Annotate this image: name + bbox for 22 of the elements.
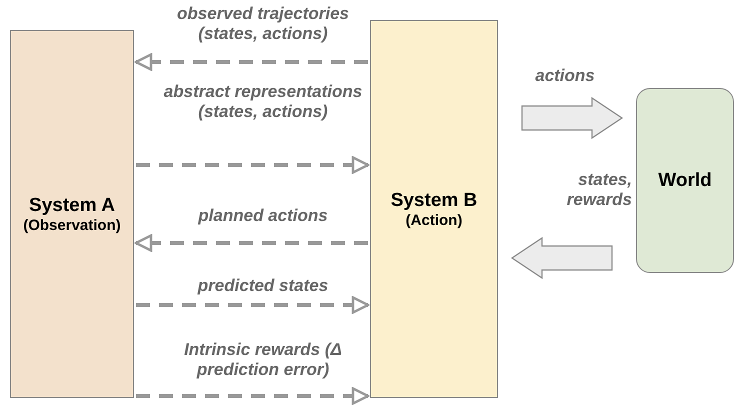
system-box — [370, 20, 498, 398]
edge-label: observed trajectories (states, actions) — [176, 4, 350, 45]
node-subtitle: (Action) — [406, 212, 462, 228]
node-title: World — [658, 170, 712, 192]
dashed-arrow — [136, 387, 370, 405]
dashed-arrow — [134, 234, 368, 252]
node-title: System B — [390, 190, 478, 212]
block-arrow — [521, 96, 624, 140]
edge-label: predicted states — [196, 276, 330, 296]
dashed-arrow — [136, 296, 370, 314]
system-box — [10, 30, 134, 398]
edge-label: planned actions — [197, 206, 329, 226]
edge-label: actions — [534, 66, 596, 86]
node-subtitle: (Observation) — [23, 216, 121, 234]
edge-label: Intrinsic rewards (Δ prediction error) — [183, 340, 343, 381]
dashed-arrow — [134, 53, 368, 71]
edge-label: abstract representations (states, actions) — [162, 82, 364, 123]
block-arrow — [510, 236, 613, 280]
dashed-arrow — [136, 156, 370, 174]
edge-label: states, rewards — [566, 170, 632, 211]
world-box — [636, 88, 734, 273]
node-title: System A — [29, 194, 115, 216]
